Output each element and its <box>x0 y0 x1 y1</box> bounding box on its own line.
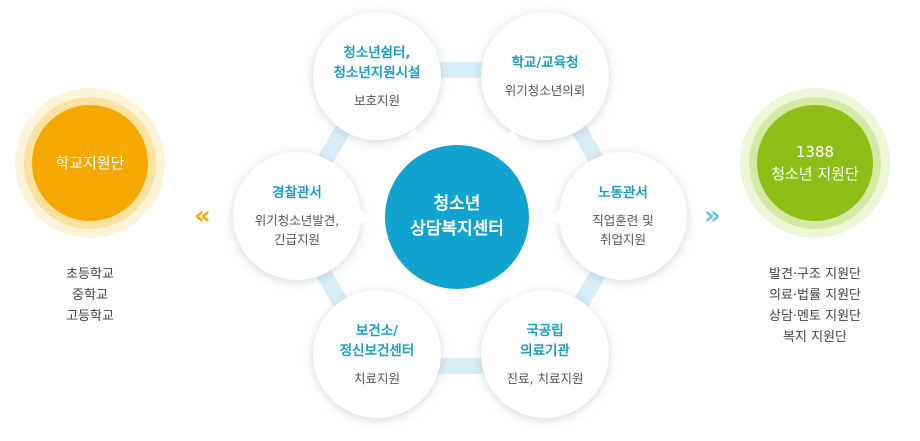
list-item: 복지 지원단 <box>783 330 847 345</box>
node-title: 노동관서 <box>598 185 648 201</box>
node-school: 학교/교육청 위기청소년의뢰 <box>481 12 609 148</box>
node-title: 학교/교육청 <box>511 54 579 71</box>
node-desc: 위기청소년의뢰 <box>504 82 586 98</box>
list-item: 초등학교 <box>66 267 114 282</box>
node-health: 보건소/ 정신보건센터 치료지원 <box>313 282 441 418</box>
node-shelter: 청소년쉼터, 청소년지원시설 보호지원 <box>313 12 441 146</box>
node-medical: 국공립 의료기관 진료, 치료지원 <box>481 282 609 418</box>
list-item: 중학교 <box>72 288 108 303</box>
right-group-list: 발견·구조 지원단 의료·법률 지원단 상담·멘토 지원단 복지 지원단 <box>745 264 885 348</box>
bubble-tail <box>549 209 561 225</box>
list-item: 의료·법률 지원단 <box>769 288 861 303</box>
left-group-list: 초등학교 중학교 고등학교 <box>40 264 140 327</box>
center-node: 청소년 상담복지센터 <box>385 145 529 289</box>
node-desc: 진료, 치료지원 <box>506 370 584 386</box>
node-title: 국공립 의료기관 <box>520 322 570 359</box>
left-group-title: 학교지원단 <box>32 105 148 221</box>
node-title: 경찰관서 <box>272 185 322 201</box>
node-desc: 보호지원 <box>353 92 400 108</box>
node-title: 보건소/ 정신보건센터 <box>339 322 415 359</box>
right-group-title: 1388 청소년 지원단 <box>757 105 873 221</box>
node-police: 경찰관서 위기청소년발견, 긴급지원 <box>233 152 371 280</box>
right-arrow-icon: » <box>704 201 721 231</box>
left-arrow-icon: « <box>194 201 211 231</box>
list-item: 상담·멘토 지원단 <box>769 309 861 324</box>
node-desc: 직업훈련 및 취업지원 <box>592 213 654 247</box>
node-desc: 위기청소년발견, 긴급지원 <box>254 213 340 247</box>
list-item: 발견·구조 지원단 <box>769 267 861 282</box>
node-desc: 치료지원 <box>353 370 400 386</box>
list-item: 고등학교 <box>66 309 114 324</box>
right-group-circle: 1388 청소년 지원단 <box>740 88 890 238</box>
node-title: 청소년쉼터, 청소년지원시설 <box>333 44 421 81</box>
bubble-tail <box>359 209 371 225</box>
left-group-circle: 학교지원단 <box>15 88 165 238</box>
node-labor: 노동관서 직업훈련 및 취업지원 <box>549 152 687 280</box>
